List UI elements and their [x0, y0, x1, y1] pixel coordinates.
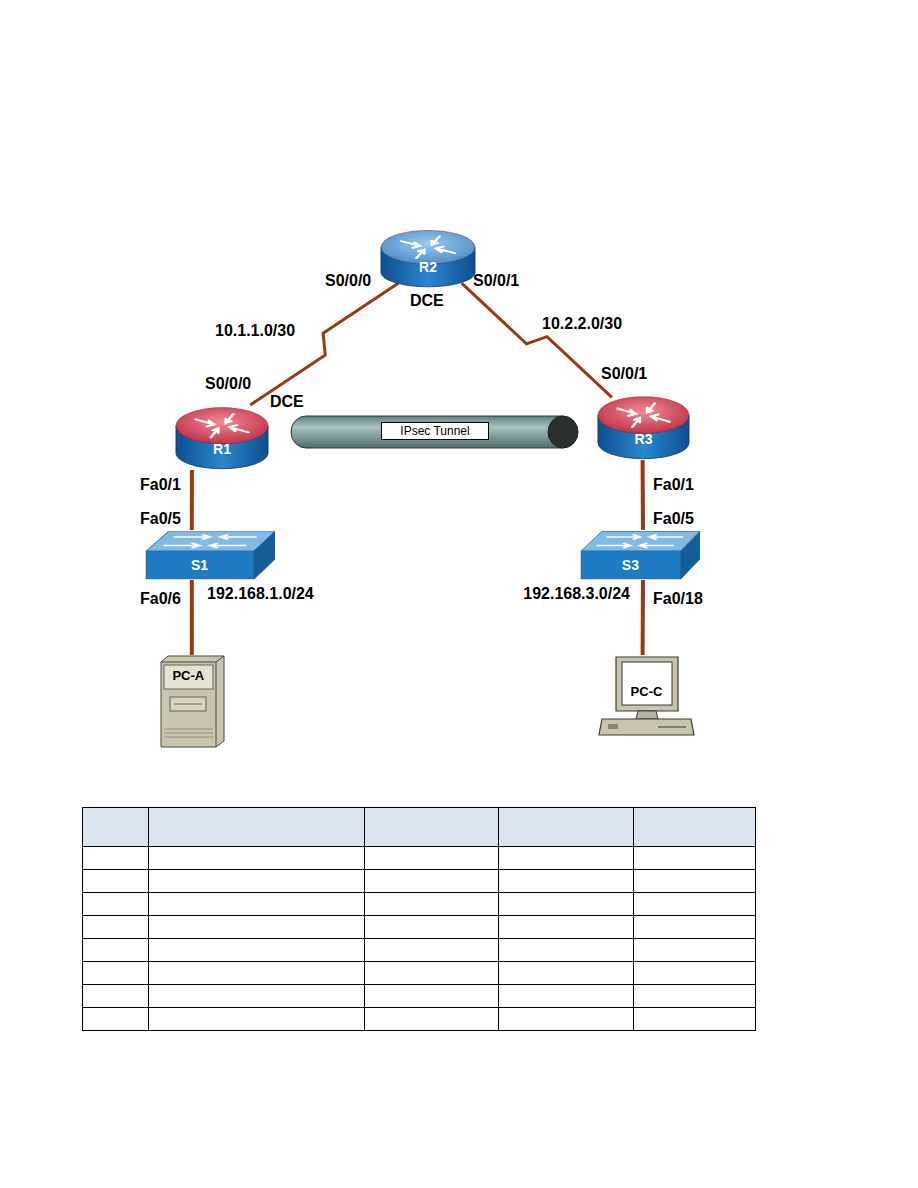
switch: S3: [580, 530, 700, 580]
switch: S1: [145, 530, 275, 580]
interface-label: Fa0/5: [653, 510, 694, 528]
interface-label: Fa0/5: [140, 510, 181, 528]
interface-label: S0/0/0: [205, 375, 251, 393]
node-label: R2: [380, 259, 476, 275]
switch-icon: [145, 530, 275, 580]
serial-link: [250, 283, 398, 405]
node-label: S1: [145, 557, 254, 573]
ethernet-link: [641, 460, 645, 530]
pc-workstation: PC-C: [598, 655, 695, 740]
interface-label: DCE: [410, 292, 444, 310]
node-label: PC-C: [598, 684, 695, 699]
node-label: R1: [175, 441, 269, 457]
router-icon: [380, 228, 476, 288]
network-address: 10.1.1.0/30: [213, 322, 297, 340]
ethernet-link: [641, 580, 645, 655]
interface-label: Fa0/1: [653, 476, 694, 494]
interface-label: Fa0/18: [653, 590, 703, 608]
network-address: 192.168.1.0/24: [205, 585, 316, 603]
serial-link: [462, 283, 612, 397]
pc-server: PC-A: [160, 655, 225, 748]
interface-label: Fa0/1: [140, 476, 181, 494]
network-address: 192.168.3.0/24: [521, 585, 632, 603]
node-label: R3: [597, 431, 690, 447]
ipsec-tunnel: IPsec Tunnel: [290, 415, 580, 449]
interface-label: Fa0/6: [140, 590, 181, 608]
router: R3: [597, 394, 690, 460]
interface-label: S0/0/1: [473, 272, 519, 290]
node-label: S3: [580, 557, 681, 573]
ethernet-link: [190, 470, 194, 530]
switch-icon: [580, 530, 700, 580]
ethernet-link: [190, 580, 194, 655]
interface-label: S0/0/1: [601, 365, 647, 383]
network-address: 10.2.2.0/30: [540, 315, 624, 333]
node-label: IPsec Tunnel: [290, 422, 580, 440]
node-label: PC-A: [160, 668, 217, 683]
router: R1: [175, 405, 269, 470]
router-icon: [597, 394, 690, 460]
interface-label: DCE: [270, 393, 304, 411]
router: R2: [380, 228, 476, 288]
interface-label: S0/0/0: [325, 272, 371, 290]
router-icon: [175, 405, 269, 470]
